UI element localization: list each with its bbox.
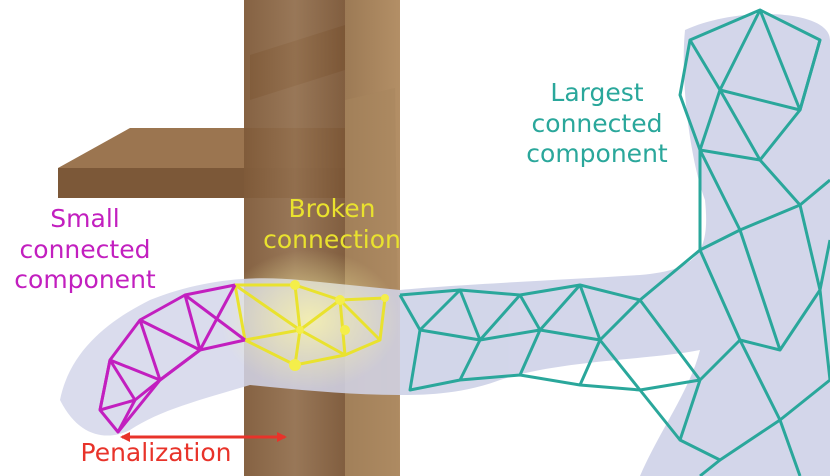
broken-connection-nodes — [289, 280, 389, 371]
largest-component-wireframe — [398, 8, 830, 476]
penalization-label: Penalization — [80, 438, 232, 467]
small-component-wireframe — [98, 283, 246, 434]
broken-connection-glow — [220, 250, 400, 390]
small-component-label: Small connected component — [14, 204, 156, 294]
broken-connection-label: Broken connection — [263, 194, 401, 254]
largest-component-label: Largest connected component — [526, 78, 668, 168]
